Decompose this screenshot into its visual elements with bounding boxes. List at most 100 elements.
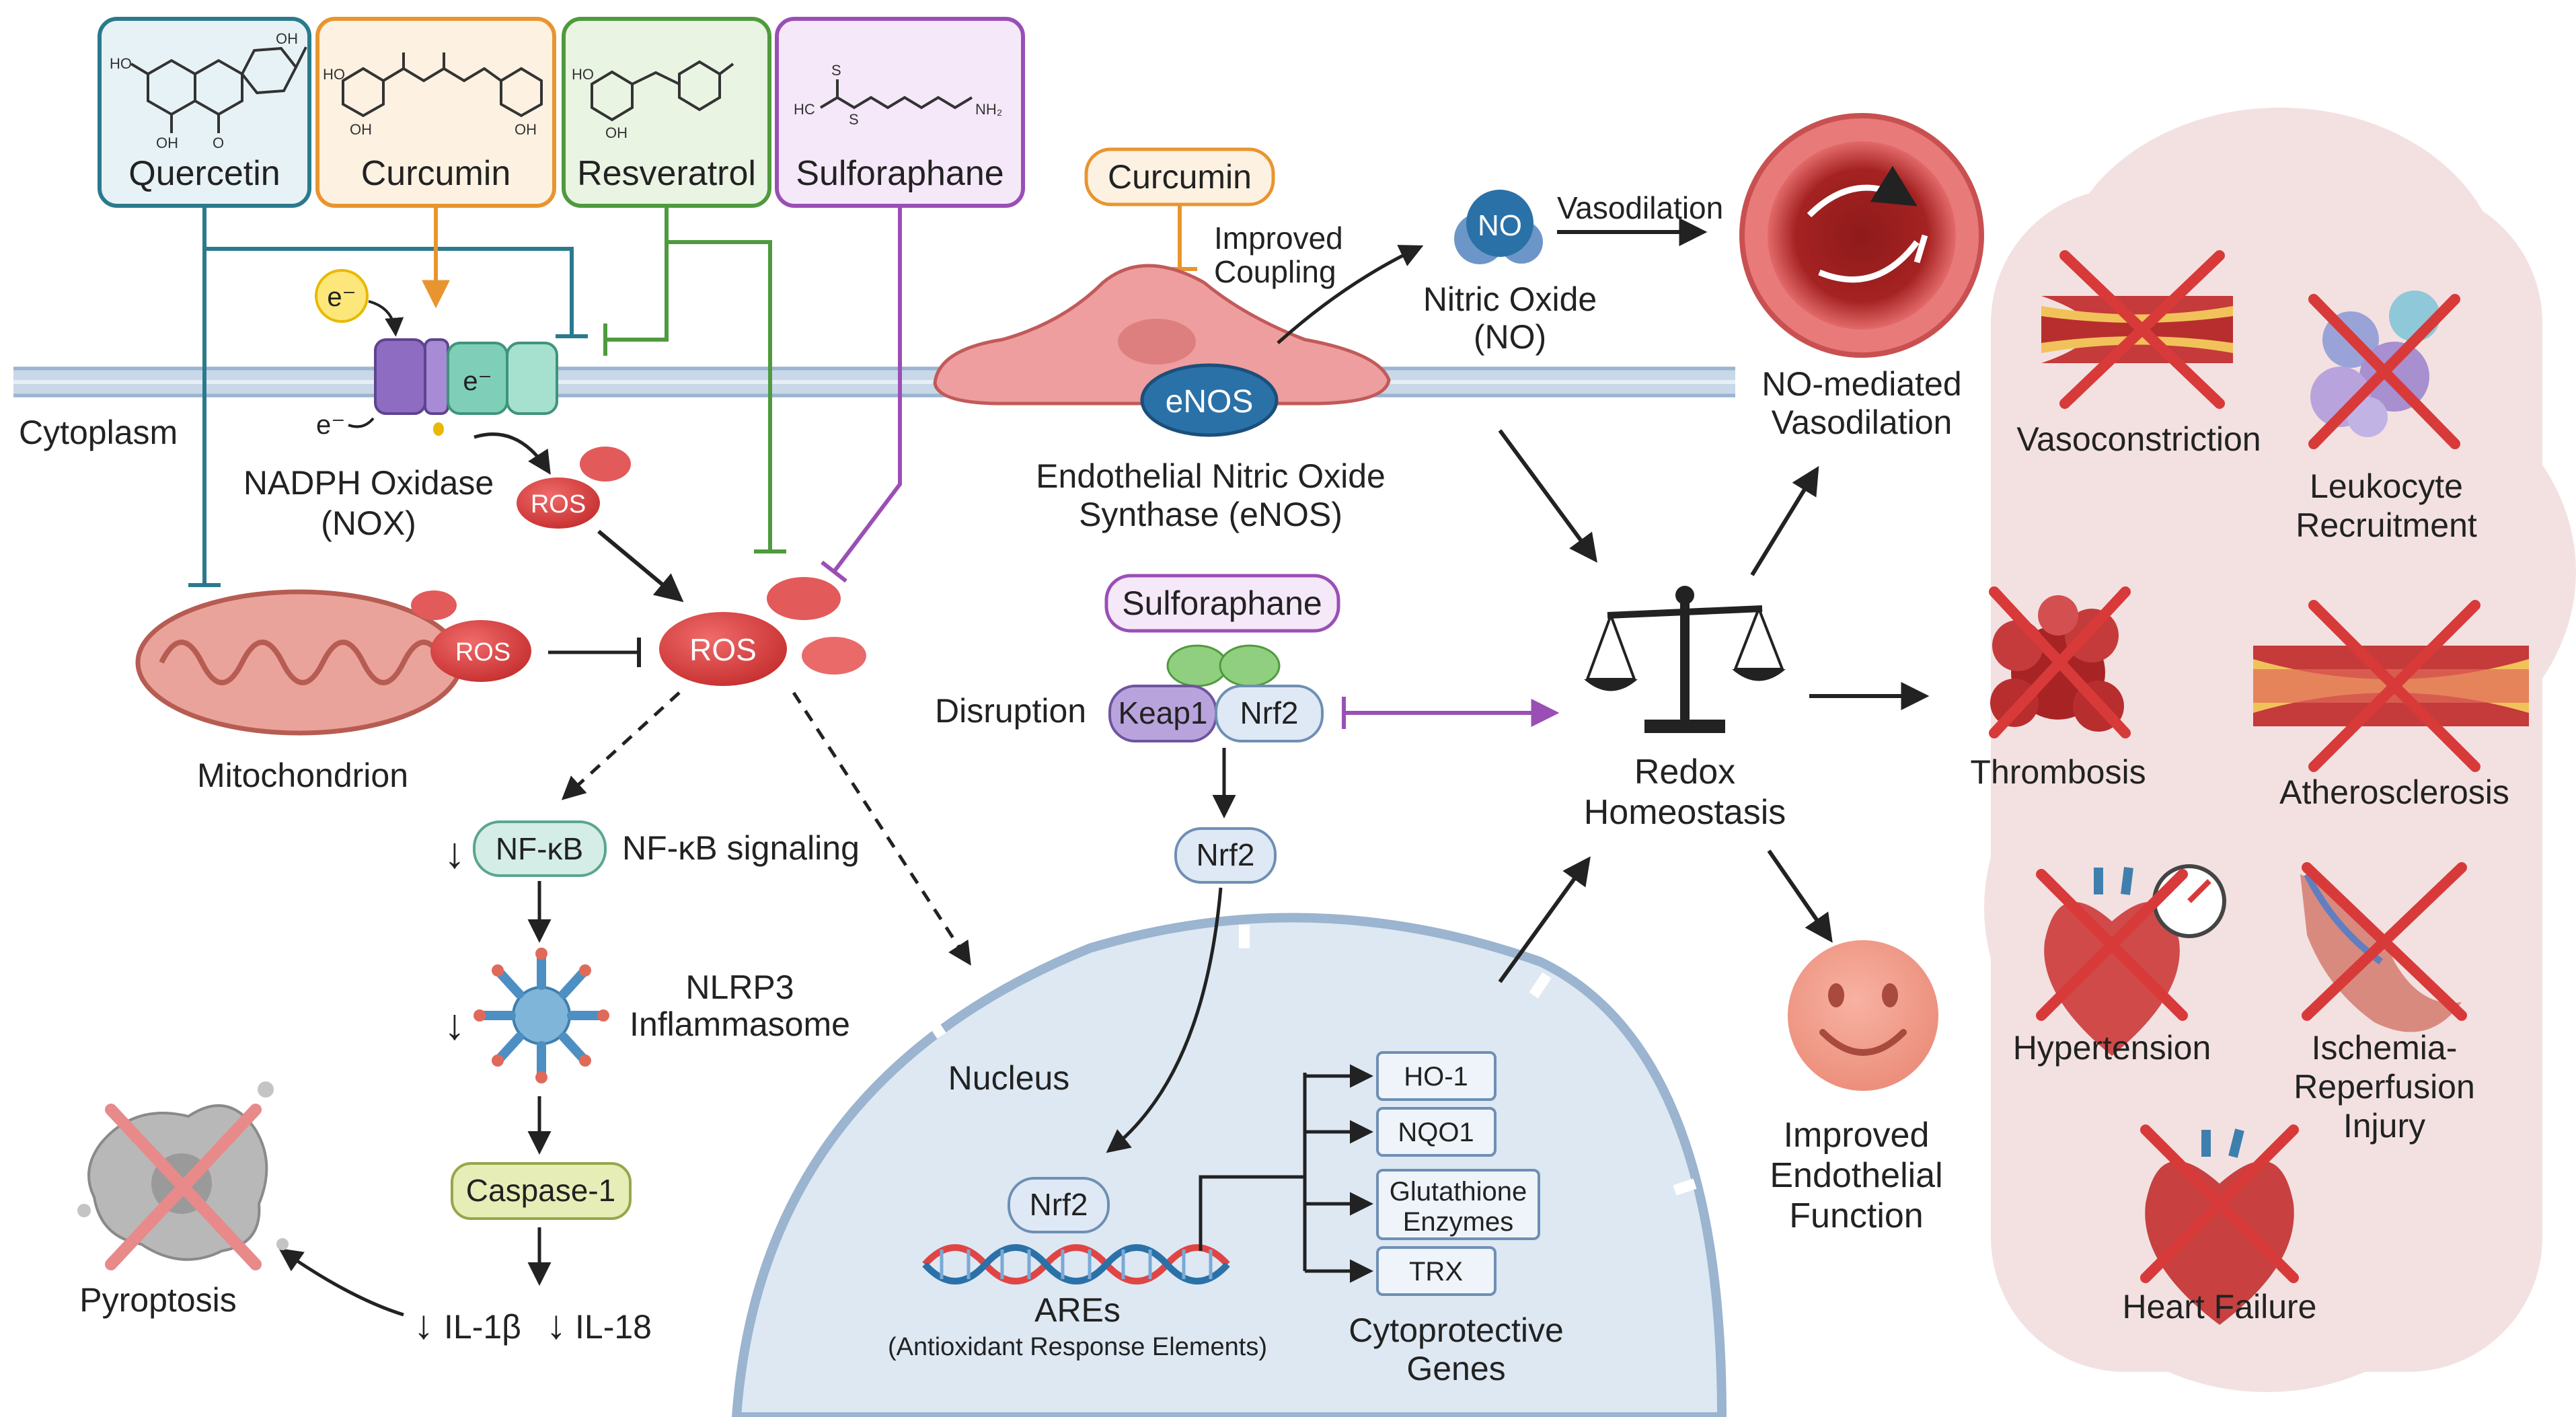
heart-failure-label: Heart Failure <box>2123 1288 2317 1326</box>
nrf2-nucleus-arrow <box>1106 887 1223 1153</box>
il1b-down-arrow: ↓ <box>414 1302 434 1347</box>
redox-outcome-arrow <box>1767 849 1833 943</box>
ros-cloud-central: ROS <box>659 577 866 686</box>
ros-to-central-arrow <box>597 529 684 603</box>
resveratrol-ho-label: HO <box>572 66 594 83</box>
il1b-label: IL-1β <box>444 1308 521 1346</box>
electron-out-arrow <box>348 417 375 428</box>
nox-label-line1: NADPH Oxidase <box>243 464 494 502</box>
curcumin-oh2-label: OH <box>515 121 537 138</box>
no-mediated-line1: NO-mediated <box>1761 365 1961 403</box>
balance-scale-icon <box>1584 586 1786 733</box>
cell-membrane <box>13 367 1735 397</box>
ares-label: AREs <box>1034 1291 1121 1329</box>
sulforaphane-box: S HC S NH₂ Sulforaphane <box>775 17 1025 208</box>
enos-label: eNOS <box>1166 384 1254 420</box>
ares-full-label: (Antioxidant Response Elements) <box>888 1333 1267 1361</box>
ischemia-red-x-icon <box>2302 862 2467 1021</box>
resveratrol-oh-label: OH <box>605 124 628 141</box>
nlrp3-label-line1: NLRP3 <box>685 968 794 1006</box>
endothelial-cell-icon <box>933 264 1391 406</box>
sulforaphane-nh2-label: NH₂ <box>975 101 1002 118</box>
sulforaphane-label: Sulforaphane <box>796 154 1003 193</box>
nfkb-signaling-label: NF-κB signaling <box>622 829 860 867</box>
electron-icon: e⁻ <box>315 269 369 323</box>
vessel-icon <box>1739 113 1984 358</box>
nox-ros-arrow <box>473 432 551 475</box>
hypertension-label: Hypertension <box>2013 1029 2211 1067</box>
nrf2-free-label: Nrf2 <box>1197 837 1255 872</box>
gene-enzymes-label: Enzymes <box>1403 1207 1514 1237</box>
nrf2-free-box: Nrf2 <box>1174 827 1277 884</box>
quercetin-oh-label: OH <box>156 135 178 151</box>
curcumin-structure-icon <box>342 52 543 118</box>
sulforaphane-s2-label: S <box>849 111 859 128</box>
nitric-oxide-line2: (NO) <box>1474 318 1546 356</box>
atherosclerosis-label: Atherosclerosis <box>2279 773 2509 811</box>
enos-full-line2: Synthase (eNOS) <box>1079 496 1342 533</box>
cytoplasm-label: Cytoplasm <box>19 414 178 451</box>
sulforaphane-nrf2-label: Sulforaphane <box>1122 584 1322 622</box>
sulforaphane-structure-icon <box>819 79 973 110</box>
vasoconstriction-red-x-icon <box>2059 250 2225 409</box>
keap1-nrf2-complex: Keap1 Nrf2 <box>1108 644 1324 742</box>
sulforaphane-s-label: S <box>831 62 841 79</box>
ros-nox-label: ROS <box>531 490 586 519</box>
hypertension-red-x-icon <box>2036 869 2188 1021</box>
nrf2-nuclear-box: Nrf2 <box>1008 1177 1110 1233</box>
resveratrol-inhibition-lines <box>603 206 786 553</box>
leukocyte-line2: Recruitment <box>2296 506 2477 544</box>
curcumin-enos-label: Curcumin <box>1108 158 1252 196</box>
caspase-box: Caspase-1 <box>451 1162 632 1220</box>
sulforaphane-nrf2-box: Sulforaphane <box>1104 574 1340 633</box>
dna-icon <box>922 1244 1230 1285</box>
smiley-icon <box>1788 940 1938 1091</box>
no-molecule-icon: NO <box>1454 190 1543 264</box>
gene-boxes <box>1376 1051 1540 1296</box>
outcome-line3: Function <box>1789 1196 1923 1235</box>
redox-vasodilation-arrow <box>1750 465 1819 576</box>
quercetin-structure-icon <box>130 46 307 133</box>
resveratrol-box: HO OH Resveratrol <box>562 17 771 208</box>
gene-nqo1-label: NQO1 <box>1398 1118 1474 1147</box>
enos-redox-arrow <box>1498 429 1597 563</box>
nox-electron-label: e⁻ <box>463 367 492 396</box>
il-pyroptosis-arrow <box>278 1248 404 1317</box>
nitric-oxide-line1: Nitric Oxide <box>1423 280 1597 318</box>
nucleus-label: Nucleus <box>948 1059 1070 1097</box>
ros-cloud-nox: ROS <box>517 447 631 529</box>
outcome-line1: Improved <box>1784 1116 1930 1155</box>
electron-out-label: e⁻ <box>316 410 345 440</box>
resveratrol-structure-icon <box>591 60 734 122</box>
curcumin-label: Curcumin <box>361 154 511 193</box>
nrf2-complex-label: Nrf2 <box>1240 695 1299 730</box>
quercetin-box: HO OH O OH Quercetin <box>98 17 311 208</box>
keap1-label: Keap1 <box>1118 695 1207 730</box>
ros-nucleus-dashed-arrow <box>792 691 971 966</box>
outcome-line2: Endothelial <box>1770 1156 1942 1195</box>
ischemia-line1: Ischemia- <box>2312 1029 2458 1067</box>
leukocyte-line1: Leukocyte <box>2310 467 2463 505</box>
cytoprotective-line1: Cytoprotective <box>1349 1311 1564 1349</box>
sulforaphane-hc-label: HC <box>794 101 815 118</box>
enos-full-line1: Endothelial Nitric Oxide <box>1036 457 1386 495</box>
curcumin-oh-label: OH <box>350 121 372 138</box>
nox-label-line2: (NOX) <box>321 504 416 542</box>
heart-failure-red-x-icon <box>2140 1124 2299 1283</box>
thrombosis-red-x-icon <box>1989 586 2131 738</box>
no-label: NO <box>1478 209 1522 242</box>
nfkb-down-arrow: ↓ <box>444 829 465 877</box>
leukocyte-red-x-icon <box>2308 294 2460 449</box>
quercetin-inhibition-lines <box>188 206 588 587</box>
heart-failure-icon <box>2145 1128 2294 1325</box>
nlrp3-down-arrow: ↓ <box>444 1000 465 1048</box>
electron-arrow <box>368 300 404 337</box>
no-mediated-line2: Vasodilation <box>1772 404 1953 441</box>
quercetin-oh2-label: OH <box>276 30 298 47</box>
enos-ellipse: eNOS <box>1140 363 1279 437</box>
nox-complex-icon: e⁻ <box>374 338 558 436</box>
gene-bracket <box>1199 1073 1307 1271</box>
quercetin-label: Quercetin <box>128 154 280 193</box>
redox-line1: Redox <box>1634 753 1735 792</box>
